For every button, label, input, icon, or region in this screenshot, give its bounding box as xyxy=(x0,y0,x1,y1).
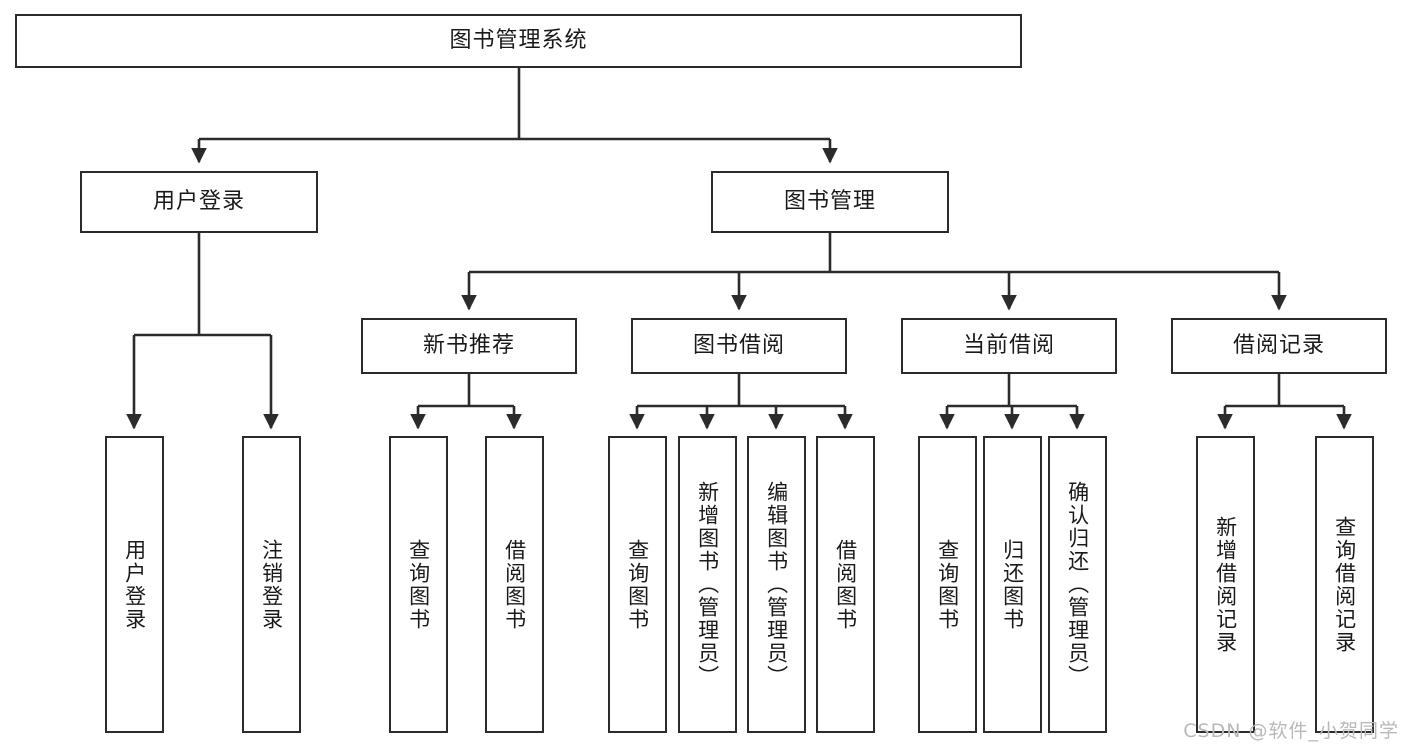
leaf-label: 借阅图书 xyxy=(502,538,527,631)
leaf-edit-book-admin[interactable]: 编辑图书（管理员） xyxy=(747,436,806,733)
leaf-label: 确认归还（管理员） xyxy=(1065,481,1090,688)
leaf-label: 借阅图书 xyxy=(833,538,858,631)
node-new-book-recommend[interactable]: 新书推荐 xyxy=(361,318,577,374)
leaf-query-borrow-record[interactable]: 查询借阅记录 xyxy=(1315,436,1374,733)
node-root[interactable]: 图书管理系统 xyxy=(15,14,1022,68)
node-book-borrow[interactable]: 图书借阅 xyxy=(631,318,847,374)
leaf-label: 新增图书（管理员） xyxy=(695,481,720,688)
leaf-user-login[interactable]: 用户登录 xyxy=(105,436,164,733)
leaf-label: 用户登录 xyxy=(122,538,147,631)
leaf-label: 查询借阅记录 xyxy=(1332,515,1357,654)
leaf-user-logout[interactable]: 注销登录 xyxy=(242,436,301,733)
leaf-label: 编辑图书（管理员） xyxy=(764,481,789,688)
leaf-query-book-1[interactable]: 查询图书 xyxy=(389,436,448,733)
leaf-label: 查询图书 xyxy=(935,538,960,631)
leaf-return-book[interactable]: 归还图书 xyxy=(983,436,1042,733)
leaf-borrow-book-1[interactable]: 借阅图书 xyxy=(485,436,544,733)
leaf-label: 归还图书 xyxy=(1000,538,1025,631)
node-current-borrow[interactable]: 当前借阅 xyxy=(901,318,1117,374)
leaf-label: 查询图书 xyxy=(625,538,650,631)
leaf-label: 新增借阅记录 xyxy=(1213,515,1238,654)
leaf-confirm-return-admin[interactable]: 确认归还（管理员） xyxy=(1048,436,1107,733)
node-user-login[interactable]: 用户登录 xyxy=(80,171,318,233)
leaf-query-book-2[interactable]: 查询图书 xyxy=(608,436,667,733)
node-borrow-record[interactable]: 借阅记录 xyxy=(1171,318,1387,374)
leaf-query-book-3[interactable]: 查询图书 xyxy=(918,436,977,733)
leaf-label: 注销登录 xyxy=(259,538,284,631)
watermark: CSDN @软件_小贺同学 xyxy=(1183,720,1399,742)
leaf-borrow-book-2[interactable]: 借阅图书 xyxy=(816,436,875,733)
leaf-label: 查询图书 xyxy=(406,538,431,631)
leaf-add-borrow-record[interactable]: 新增借阅记录 xyxy=(1196,436,1255,733)
leaf-add-book-admin[interactable]: 新增图书（管理员） xyxy=(678,436,737,733)
node-book-manage[interactable]: 图书管理 xyxy=(711,171,949,233)
